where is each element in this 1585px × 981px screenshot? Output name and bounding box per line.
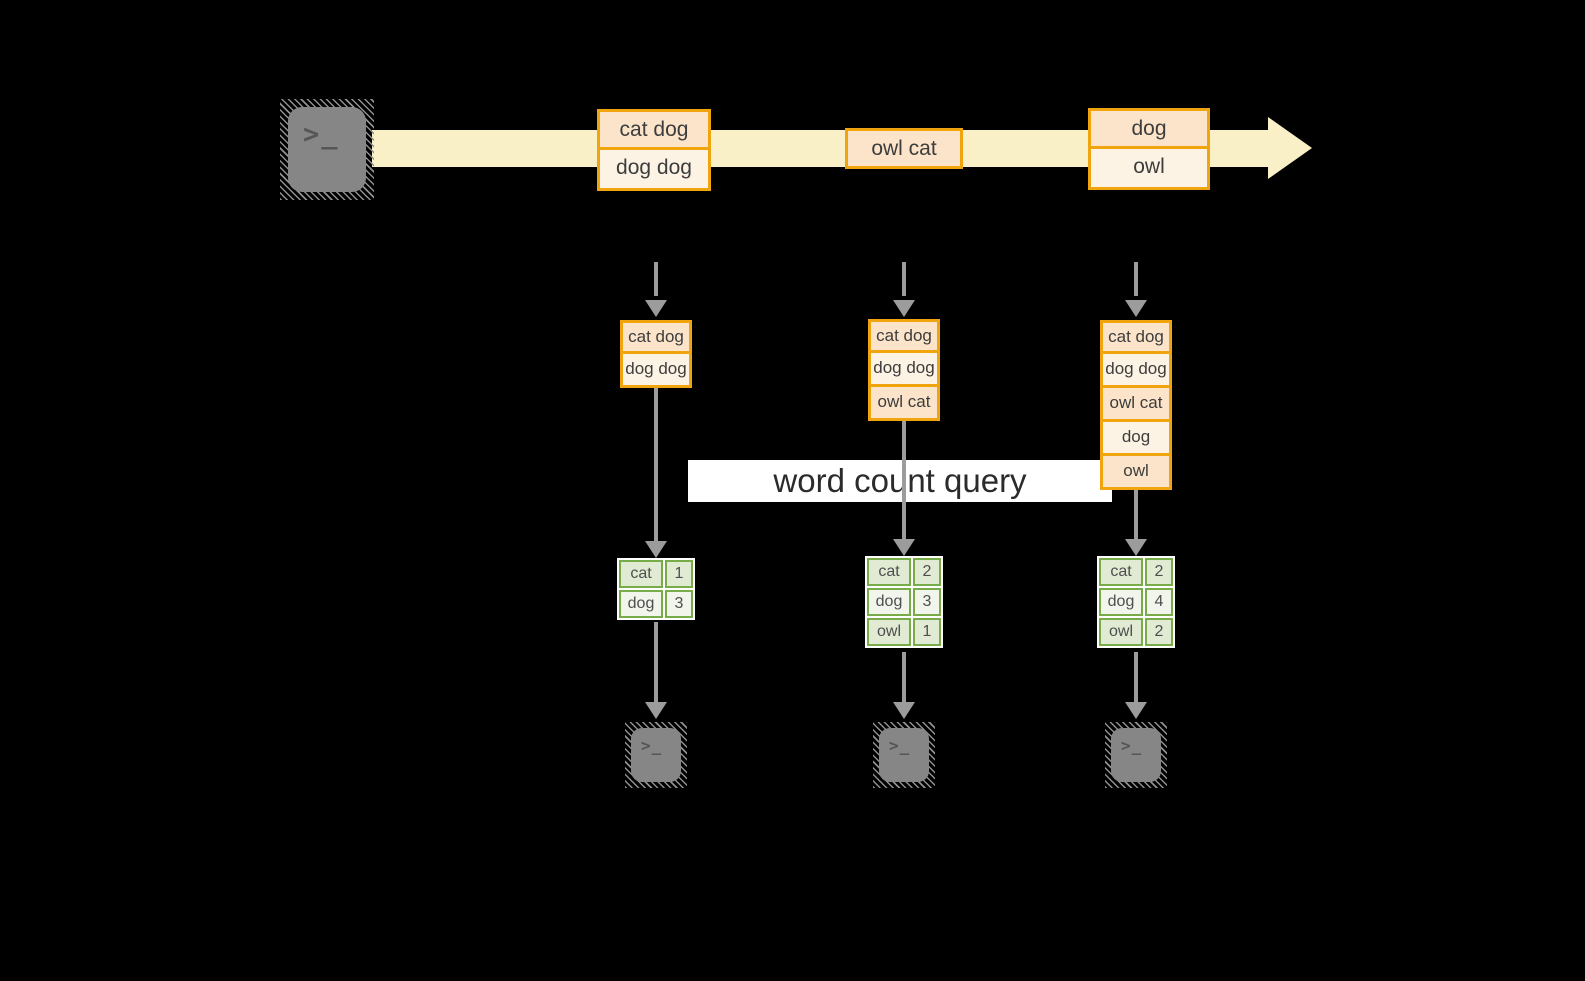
count-word: dog (619, 590, 663, 618)
buffered-event: dog dog (871, 350, 937, 384)
count-value: 1 (665, 560, 693, 588)
count-word: dog (1099, 588, 1143, 616)
sink-terminal-icon-3: >_ (1105, 722, 1167, 788)
arrow-window-to-counts-3 (1134, 477, 1138, 539)
stream-event-2: owl cat (845, 128, 963, 169)
arrow-stream-to-window-2 (902, 262, 906, 296)
arrow-stream-to-window-1 (654, 262, 658, 296)
buffered-event: cat dog (1103, 323, 1169, 351)
event-word-pair: dog (1091, 111, 1207, 146)
arrowhead-icon (893, 300, 915, 317)
count-value: 3 (665, 590, 693, 618)
window-buffer-1: cat dog dog dog (620, 320, 692, 388)
window-buffer-3: cat dog dog dog owl cat dog owl (1100, 320, 1172, 490)
count-word: cat (867, 558, 911, 586)
event-word-pair: owl cat (848, 131, 960, 166)
arrow-window-to-counts-1 (654, 384, 658, 541)
terminal-prompt-glyph: >_ (889, 736, 911, 755)
query-label-band: word count query (688, 460, 1112, 502)
count-table-1: cat 1 dog 3 (617, 558, 695, 620)
arrowhead-icon (1125, 702, 1147, 719)
buffered-event: owl cat (1103, 385, 1169, 419)
arrow-counts-to-sink-2 (902, 652, 906, 702)
arrowhead-icon (645, 300, 667, 317)
count-word: owl (867, 618, 911, 646)
terminal-screen: >_ (288, 107, 366, 192)
stream-event-3: dog owl (1088, 108, 1210, 190)
count-table-2: cat 2 dog 3 owl 1 (865, 556, 943, 648)
terminal-prompt-glyph: >_ (1121, 736, 1143, 755)
arrow-window-to-counts-2 (902, 414, 906, 539)
terminal-screen: >_ (631, 728, 681, 782)
count-value: 4 (1145, 588, 1173, 616)
count-value: 2 (913, 558, 941, 586)
arrowhead-icon (893, 702, 915, 719)
count-word: cat (1099, 558, 1143, 586)
count-value: 1 (913, 618, 941, 646)
source-terminal-icon: >_ (280, 99, 374, 200)
buffered-event: dog dog (623, 351, 689, 385)
buffered-event: cat dog (871, 322, 937, 350)
arrowhead-icon (893, 539, 915, 556)
terminal-prompt-glyph: >_ (641, 736, 663, 755)
terminal-prompt-glyph: >_ (303, 119, 340, 150)
buffered-event: owl cat (871, 384, 937, 418)
count-word: dog (867, 588, 911, 616)
count-table-3: cat 2 dog 4 owl 2 (1097, 556, 1175, 648)
buffered-event: owl (1103, 453, 1169, 487)
arrow-stream-to-window-3 (1134, 262, 1138, 296)
buffered-event: dog dog (1103, 351, 1169, 385)
sink-terminal-icon-1: >_ (625, 722, 687, 788)
terminal-screen: >_ (1111, 728, 1161, 782)
arrowhead-icon (645, 702, 667, 719)
buffered-event: dog (1103, 419, 1169, 453)
arrowhead-icon (1125, 539, 1147, 556)
stream-event-1: cat dog dog dog (597, 109, 711, 191)
arrow-counts-to-sink-1 (654, 622, 658, 702)
window-buffer-2: cat dog dog dog owl cat (868, 319, 940, 421)
count-value: 2 (1145, 558, 1173, 586)
event-word-pair: owl (1091, 146, 1207, 187)
stream-arrowhead-icon (1268, 117, 1312, 179)
count-value: 2 (1145, 618, 1173, 646)
event-word-pair: cat dog (600, 112, 708, 147)
count-value: 3 (913, 588, 941, 616)
terminal-screen: >_ (879, 728, 929, 782)
buffered-event: cat dog (623, 323, 689, 351)
arrowhead-icon (645, 541, 667, 558)
count-word: cat (619, 560, 663, 588)
count-word: owl (1099, 618, 1143, 646)
query-label: word count query (773, 462, 1027, 499)
arrowhead-icon (1125, 300, 1147, 317)
event-word-pair: dog dog (600, 147, 708, 188)
arrow-counts-to-sink-3 (1134, 652, 1138, 702)
sink-terminal-icon-2: >_ (873, 722, 935, 788)
